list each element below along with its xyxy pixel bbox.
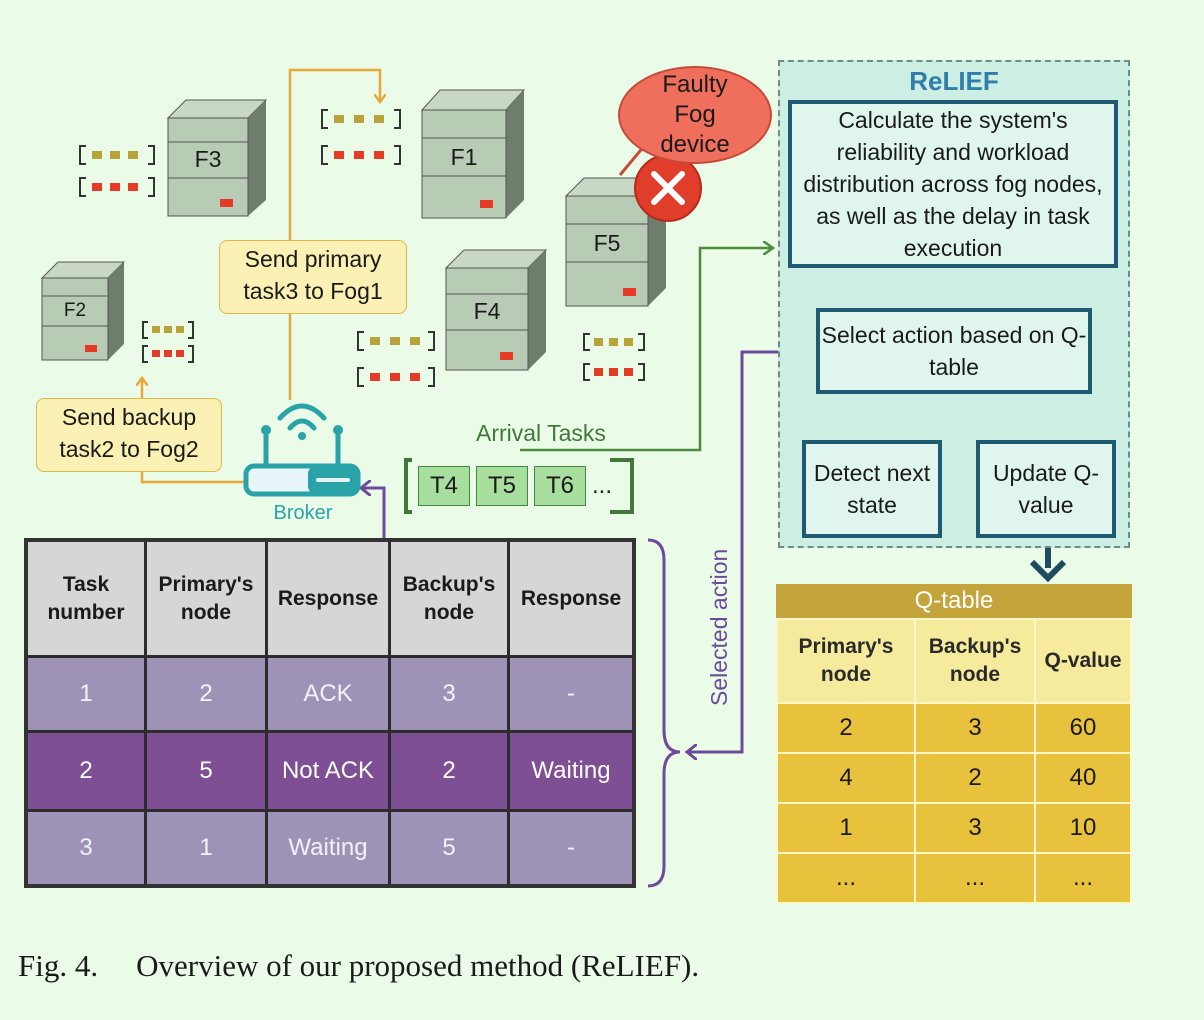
table-cell: 2 (914, 752, 1036, 804)
fog-label-f4: F4 (473, 298, 501, 324)
arrival-task-chip: T5 (476, 466, 528, 506)
q-table-title: Q-table (776, 584, 1132, 618)
q-table-grid: Primary's node Backup's node Q-value 2 3… (776, 618, 1132, 904)
table-cell: Not ACK (265, 730, 391, 812)
relief-title: ReLIEF (909, 66, 999, 96)
table-cell: 2 (388, 730, 510, 812)
backup-task-note: Send backup task2 to Fog2 (36, 398, 222, 472)
fog-server-f3 (166, 99, 268, 217)
header-cell: Backup's node (914, 618, 1036, 704)
table-to-broker-arrow (362, 488, 386, 538)
fog-servers (40, 89, 702, 387)
selected-action-arrow (688, 350, 778, 752)
table-row: 2 5 Not ACK 2 Waiting (24, 730, 636, 812)
table-cell: ACK (265, 655, 391, 733)
arrival-tasks-label: Arrival Tasks (476, 420, 606, 446)
detect-state-box: Detect next state (802, 440, 942, 538)
table-cell: 10 (1034, 802, 1132, 854)
header-cell: Primary's node (144, 538, 268, 658)
queue-dots-olive (92, 115, 633, 346)
caption-text: Overview of our proposed method (ReLIEF)… (136, 948, 700, 983)
table-row: 2 3 60 (776, 702, 1132, 754)
figure-caption: Fig. 4. Overview of our proposed method (… (18, 948, 699, 984)
broker-router-icon (243, 403, 361, 497)
table-cell: 1 (144, 809, 268, 888)
table-cell: ... (1034, 852, 1132, 904)
table-cell: 3 (24, 809, 147, 888)
task-table-header: Task number Primary's node Response Back… (24, 538, 636, 658)
header-cell: Task number (24, 538, 147, 658)
table-cell: 2 (776, 702, 916, 754)
table-cell: Waiting (265, 809, 391, 888)
update-qvalue-box: Update Q-value (976, 440, 1116, 538)
arrival-tasks-arrow (520, 248, 772, 452)
table-cell: 1 (776, 802, 916, 854)
fog-server-f2 (40, 261, 126, 361)
table-cell: 60 (1034, 702, 1132, 754)
table-cell: 4 (776, 752, 916, 804)
q-table-header: Primary's node Backup's node Q-value (776, 618, 1132, 704)
faulty-fog-bubble: Faulty Fog device (618, 66, 772, 164)
fog-server-f1 (420, 89, 526, 219)
queue-icons (79, 109, 645, 387)
faulty-fog-label: Faulty Fog device (660, 71, 730, 158)
table-row: 1 3 10 (776, 802, 1132, 854)
arrival-tasks-ellipsis: ... (592, 472, 613, 499)
table-cell: 40 (1034, 752, 1132, 804)
header-cell: Primary's node (776, 618, 916, 704)
table-cell: 5 (144, 730, 268, 812)
table-cell: - (507, 809, 636, 888)
arrival-task-chip: T4 (418, 466, 470, 506)
table-cell: ... (914, 852, 1036, 904)
header-cell: Response (507, 538, 636, 658)
table-row: 3 1 Waiting 5 - (24, 809, 636, 888)
fog-label-f3: F3 (194, 146, 222, 172)
fog-server-f4 (444, 249, 548, 371)
header-cell: Backup's node (388, 538, 510, 658)
header-cell: Response (265, 538, 391, 658)
table-cell: Waiting (507, 730, 636, 812)
queue-dots-red (92, 151, 633, 381)
broker-label: Broker (273, 502, 333, 524)
arrival-task-chip: T6 (534, 466, 586, 506)
selected-action-label: Selected action (706, 548, 732, 706)
fog-label-f5: F5 (593, 230, 621, 256)
faulty-x-icon (634, 154, 702, 222)
table-brace (647, 538, 681, 888)
fog-label-f2: F2 (63, 300, 87, 321)
primary-task-note: Send primary task3 to Fog1 (219, 240, 407, 314)
header-cell: Q-value (1034, 618, 1132, 704)
table-row: 1 2 ACK 3 - (24, 655, 636, 733)
caption-fig-number: Fig. 4. (18, 948, 99, 983)
table-cell: 3 (914, 702, 1036, 754)
table-cell: 1 (24, 655, 147, 733)
table-cell: 2 (144, 655, 268, 733)
primary-send-arrow (288, 68, 380, 400)
task-table: Task number Primary's node Response Back… (24, 538, 636, 888)
queue-bracket-right (610, 458, 634, 514)
q-table: Q-table Primary's node Backup's node Q-v… (776, 584, 1132, 904)
table-cell: 2 (24, 730, 147, 812)
select-action-box: Select action based on Q-table (816, 308, 1092, 394)
queue-bracket-left (404, 458, 412, 514)
table-cell: - (507, 655, 636, 733)
table-row: 4 2 40 (776, 752, 1132, 804)
table-cell: 3 (914, 802, 1036, 854)
calculate-box: Calculate the system's reliability and w… (788, 100, 1118, 268)
table-row: ... ... ... (776, 852, 1132, 904)
table-cell: 3 (388, 655, 510, 733)
relief-panel: ReLIEF Calculate the system's reliabilit… (778, 60, 1130, 548)
fog-label-f1: F1 (450, 144, 478, 170)
table-cell: ... (776, 852, 916, 904)
table-cell: 5 (388, 809, 510, 888)
